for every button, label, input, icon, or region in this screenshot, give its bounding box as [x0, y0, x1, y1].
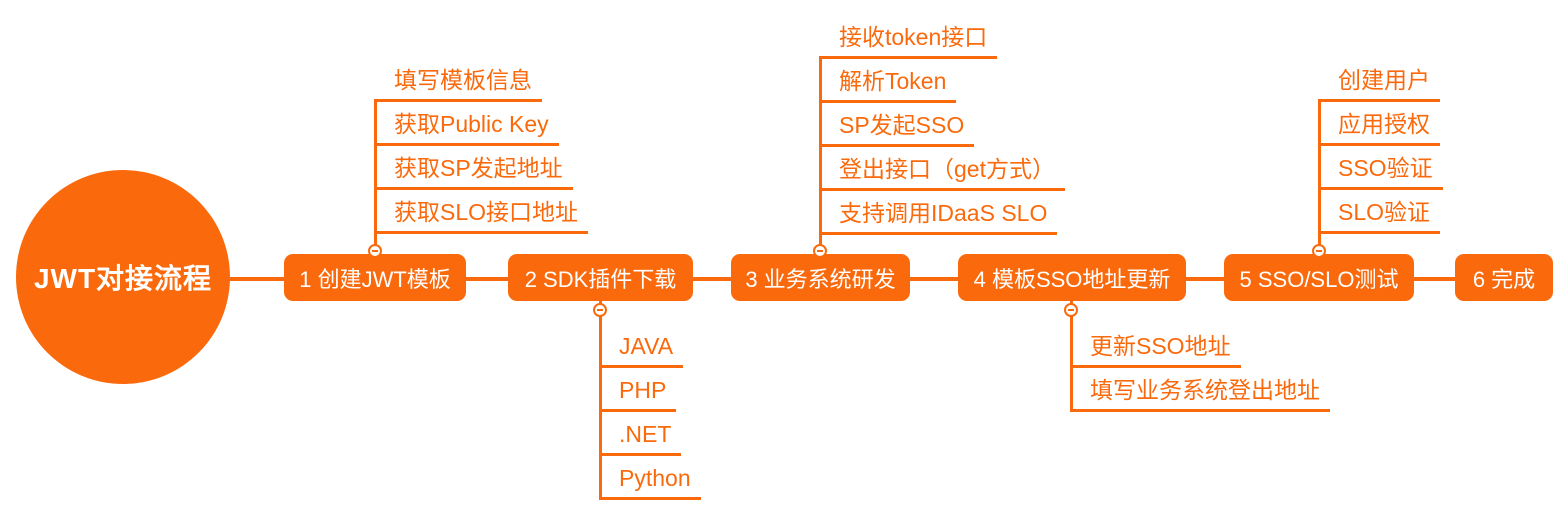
branch-label: 登出接口（get方式） [839, 156, 1055, 183]
minus-bar [817, 250, 823, 252]
branch-item[interactable]: 获取SLO接口地址 [374, 190, 589, 234]
branch-label: PHP [619, 377, 667, 404]
branch-group-step4: 更新SSO地址 填写业务系统登出地址 [1070, 324, 1330, 412]
minus-bar [372, 250, 378, 252]
branch-label: 解析Token [839, 68, 947, 95]
branch-label: 创建用户 [1338, 67, 1430, 94]
branch-item[interactable]: PHP [599, 368, 677, 412]
branch-label: .NET [619, 421, 672, 448]
branch-item[interactable]: .NET [599, 412, 682, 456]
node-step-6-label: 6 完成 [1472, 266, 1536, 292]
branch-item[interactable]: SSO验证 [1318, 146, 1443, 190]
branch-label: SP发起SSO [839, 112, 965, 139]
collapse-icon[interactable] [1064, 303, 1078, 317]
branch-label: JAVA [619, 333, 674, 360]
node-step-3[interactable]: 3 业务系统研发 [731, 254, 910, 301]
minus-bar [1068, 309, 1074, 311]
collapse-icon[interactable] [593, 303, 607, 317]
node-step-4[interactable]: 4 模板SSO地址更新 [958, 254, 1186, 301]
node-step-4-label: 4 模板SSO地址更新 [973, 266, 1171, 292]
connector-step5-step6 [1414, 277, 1455, 281]
connector-step2-step3 [693, 277, 731, 281]
branch-trunk-step1 [374, 99, 377, 251]
branch-item[interactable]: 登出接口（get方式） [819, 147, 1065, 191]
collapse-icon[interactable] [813, 244, 827, 258]
branch-item[interactable]: 获取SP发起地址 [374, 146, 573, 190]
connector-step1-step2 [466, 277, 508, 281]
node-step-1[interactable]: 1 创建JWT模板 [284, 254, 466, 301]
branch-group-step5: 创建用户 应用授权 SSO验证 SLO验证 [1318, 58, 1443, 234]
branch-group-step3: 接收token接口 解析Token SP发起SSO 登出接口（get方式） 支持… [819, 15, 1065, 235]
branch-item[interactable]: SP发起SSO [819, 103, 975, 147]
branch-item[interactable]: 填写业务系统登出地址 [1070, 368, 1330, 412]
node-step-5[interactable]: 5 SSO/SLO测试 [1224, 254, 1414, 301]
branch-item[interactable]: 填写模板信息 [374, 58, 542, 102]
branch-item[interactable]: 应用授权 [1318, 102, 1440, 146]
node-step-5-label: 5 SSO/SLO测试 [1239, 266, 1399, 292]
branch-label: 获取Public Key [394, 111, 549, 138]
branch-label: Python [619, 465, 691, 492]
connector-step4-step5 [1186, 277, 1224, 281]
branch-item[interactable]: 获取Public Key [374, 102, 559, 146]
collapse-icon[interactable] [368, 244, 382, 258]
collapse-icon[interactable] [1312, 244, 1326, 258]
branch-item[interactable]: Python [599, 456, 701, 500]
node-step-2[interactable]: 2 SDK插件下载 [508, 254, 693, 301]
branch-item[interactable]: JAVA [599, 324, 684, 368]
branch-label: 支持调用IDaaS SLO [839, 200, 1048, 227]
connector-root-step1 [226, 277, 284, 281]
node-step-1-label: 1 创建JWT模板 [299, 266, 451, 292]
branch-trunk-step2 [599, 301, 602, 500]
branch-group-step2: JAVA PHP .NET Python [599, 324, 701, 500]
branch-label: SLO验证 [1338, 199, 1431, 226]
branch-item[interactable]: 更新SSO地址 [1070, 324, 1241, 368]
branch-label: 应用授权 [1338, 111, 1430, 138]
branch-label: 获取SLO接口地址 [394, 199, 579, 226]
node-step-6[interactable]: 6 完成 [1455, 254, 1553, 301]
branch-label: 获取SP发起地址 [394, 155, 563, 182]
connector-step3-step4 [910, 277, 958, 281]
root-node-label: JWT对接流程 [33, 263, 213, 294]
branch-label: 接收token接口 [839, 24, 988, 51]
branch-trunk-step5 [1318, 99, 1321, 251]
branch-item[interactable]: 支持调用IDaaS SLO [819, 191, 1058, 235]
branch-label: SSO验证 [1338, 155, 1433, 182]
node-step-3-label: 3 业务系统研发 [745, 266, 896, 292]
branch-item[interactable]: 创建用户 [1318, 58, 1440, 102]
branch-trunk-step4 [1070, 301, 1073, 412]
branch-group-step1: 填写模板信息 获取Public Key 获取SP发起地址 获取SLO接口地址 [374, 58, 589, 234]
minus-bar [1316, 250, 1322, 252]
branch-item[interactable]: 解析Token [819, 59, 957, 103]
minus-bar [597, 309, 603, 311]
root-node[interactable]: JWT对接流程 [16, 170, 230, 384]
branch-item[interactable]: 接收token接口 [819, 15, 998, 59]
branch-label: 更新SSO地址 [1090, 333, 1231, 360]
branch-label: 填写业务系统登出地址 [1090, 377, 1320, 404]
branch-trunk-step3 [819, 56, 822, 251]
node-step-2-label: 2 SDK插件下载 [524, 266, 677, 292]
branch-label: 填写模板信息 [394, 67, 532, 94]
branch-item[interactable]: SLO验证 [1318, 190, 1441, 234]
